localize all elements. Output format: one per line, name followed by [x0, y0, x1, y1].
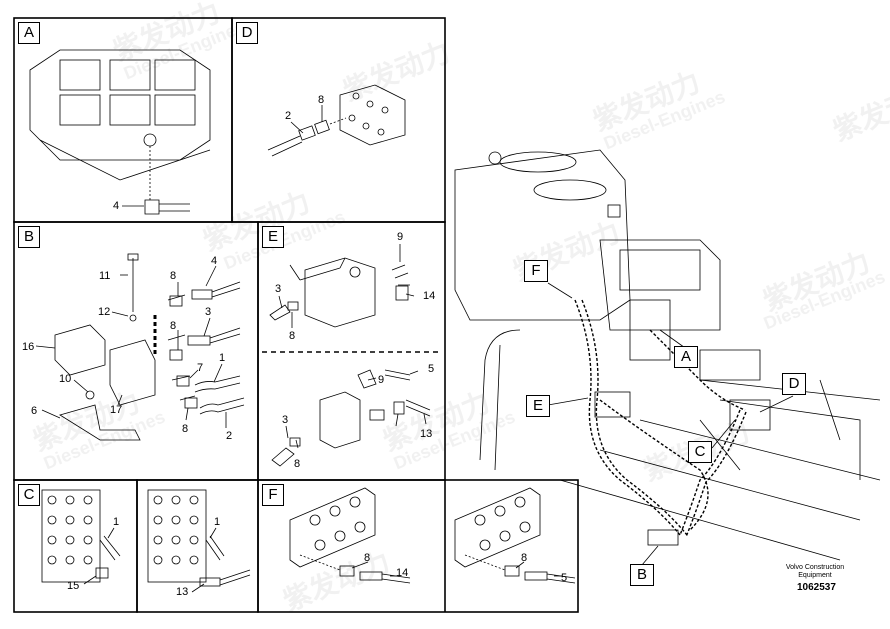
- part-label: 3: [275, 283, 282, 295]
- part-label: 13: [176, 586, 189, 598]
- panel-tag-c: C: [18, 484, 40, 506]
- part-label: 8: [318, 94, 325, 106]
- part-label: 14: [423, 290, 436, 302]
- part-label: 7: [197, 362, 204, 374]
- callout-d: D: [782, 373, 806, 395]
- part-label: 6: [31, 405, 38, 417]
- part-label: 1: [113, 516, 120, 528]
- part-label: 8: [294, 458, 301, 470]
- part-label: 3: [205, 306, 212, 318]
- part-label: 8: [170, 270, 177, 282]
- part-label: 13: [420, 428, 433, 440]
- panel-tag-a: A: [18, 22, 40, 44]
- panel-tag-d: D: [236, 22, 258, 44]
- part-label: 2: [285, 110, 292, 122]
- panel-tag-e: E: [262, 226, 284, 248]
- part-label: 9: [378, 374, 385, 386]
- part-label: 8: [521, 552, 528, 564]
- part-label: 1: [214, 516, 221, 528]
- callout-f: F: [524, 260, 548, 282]
- part-label: 5: [561, 572, 568, 584]
- callout-b: B: [630, 564, 654, 586]
- part-label: 16: [22, 341, 35, 353]
- caption-line1: Volvo Construction: [785, 564, 845, 571]
- part-label: 4: [113, 200, 120, 212]
- caption-line2: Equipment: [798, 572, 832, 579]
- part-label: 15: [67, 580, 80, 592]
- callout-a: A: [674, 346, 698, 368]
- part-label: 9: [397, 231, 404, 243]
- panel-tag-f: F: [262, 484, 284, 506]
- document-number: 1062537: [797, 582, 836, 593]
- part-label: 10: [59, 373, 72, 385]
- part-label: 4: [211, 255, 218, 267]
- part-label: 17: [110, 404, 123, 416]
- panel-tag-b: B: [18, 226, 40, 248]
- part-label: 3: [282, 414, 289, 426]
- callout-e: E: [526, 395, 550, 417]
- part-label: 5: [428, 363, 435, 375]
- callout-c: C: [688, 441, 712, 463]
- part-label: 14: [396, 567, 409, 579]
- part-label: 8: [170, 320, 177, 332]
- part-label: 8: [182, 423, 189, 435]
- part-label: 8: [364, 552, 371, 564]
- part-label: 1: [219, 352, 226, 364]
- part-label: 8: [289, 330, 296, 342]
- part-label: 12: [98, 306, 111, 318]
- part-label: 2: [226, 430, 233, 442]
- part-label: 11: [99, 270, 111, 282]
